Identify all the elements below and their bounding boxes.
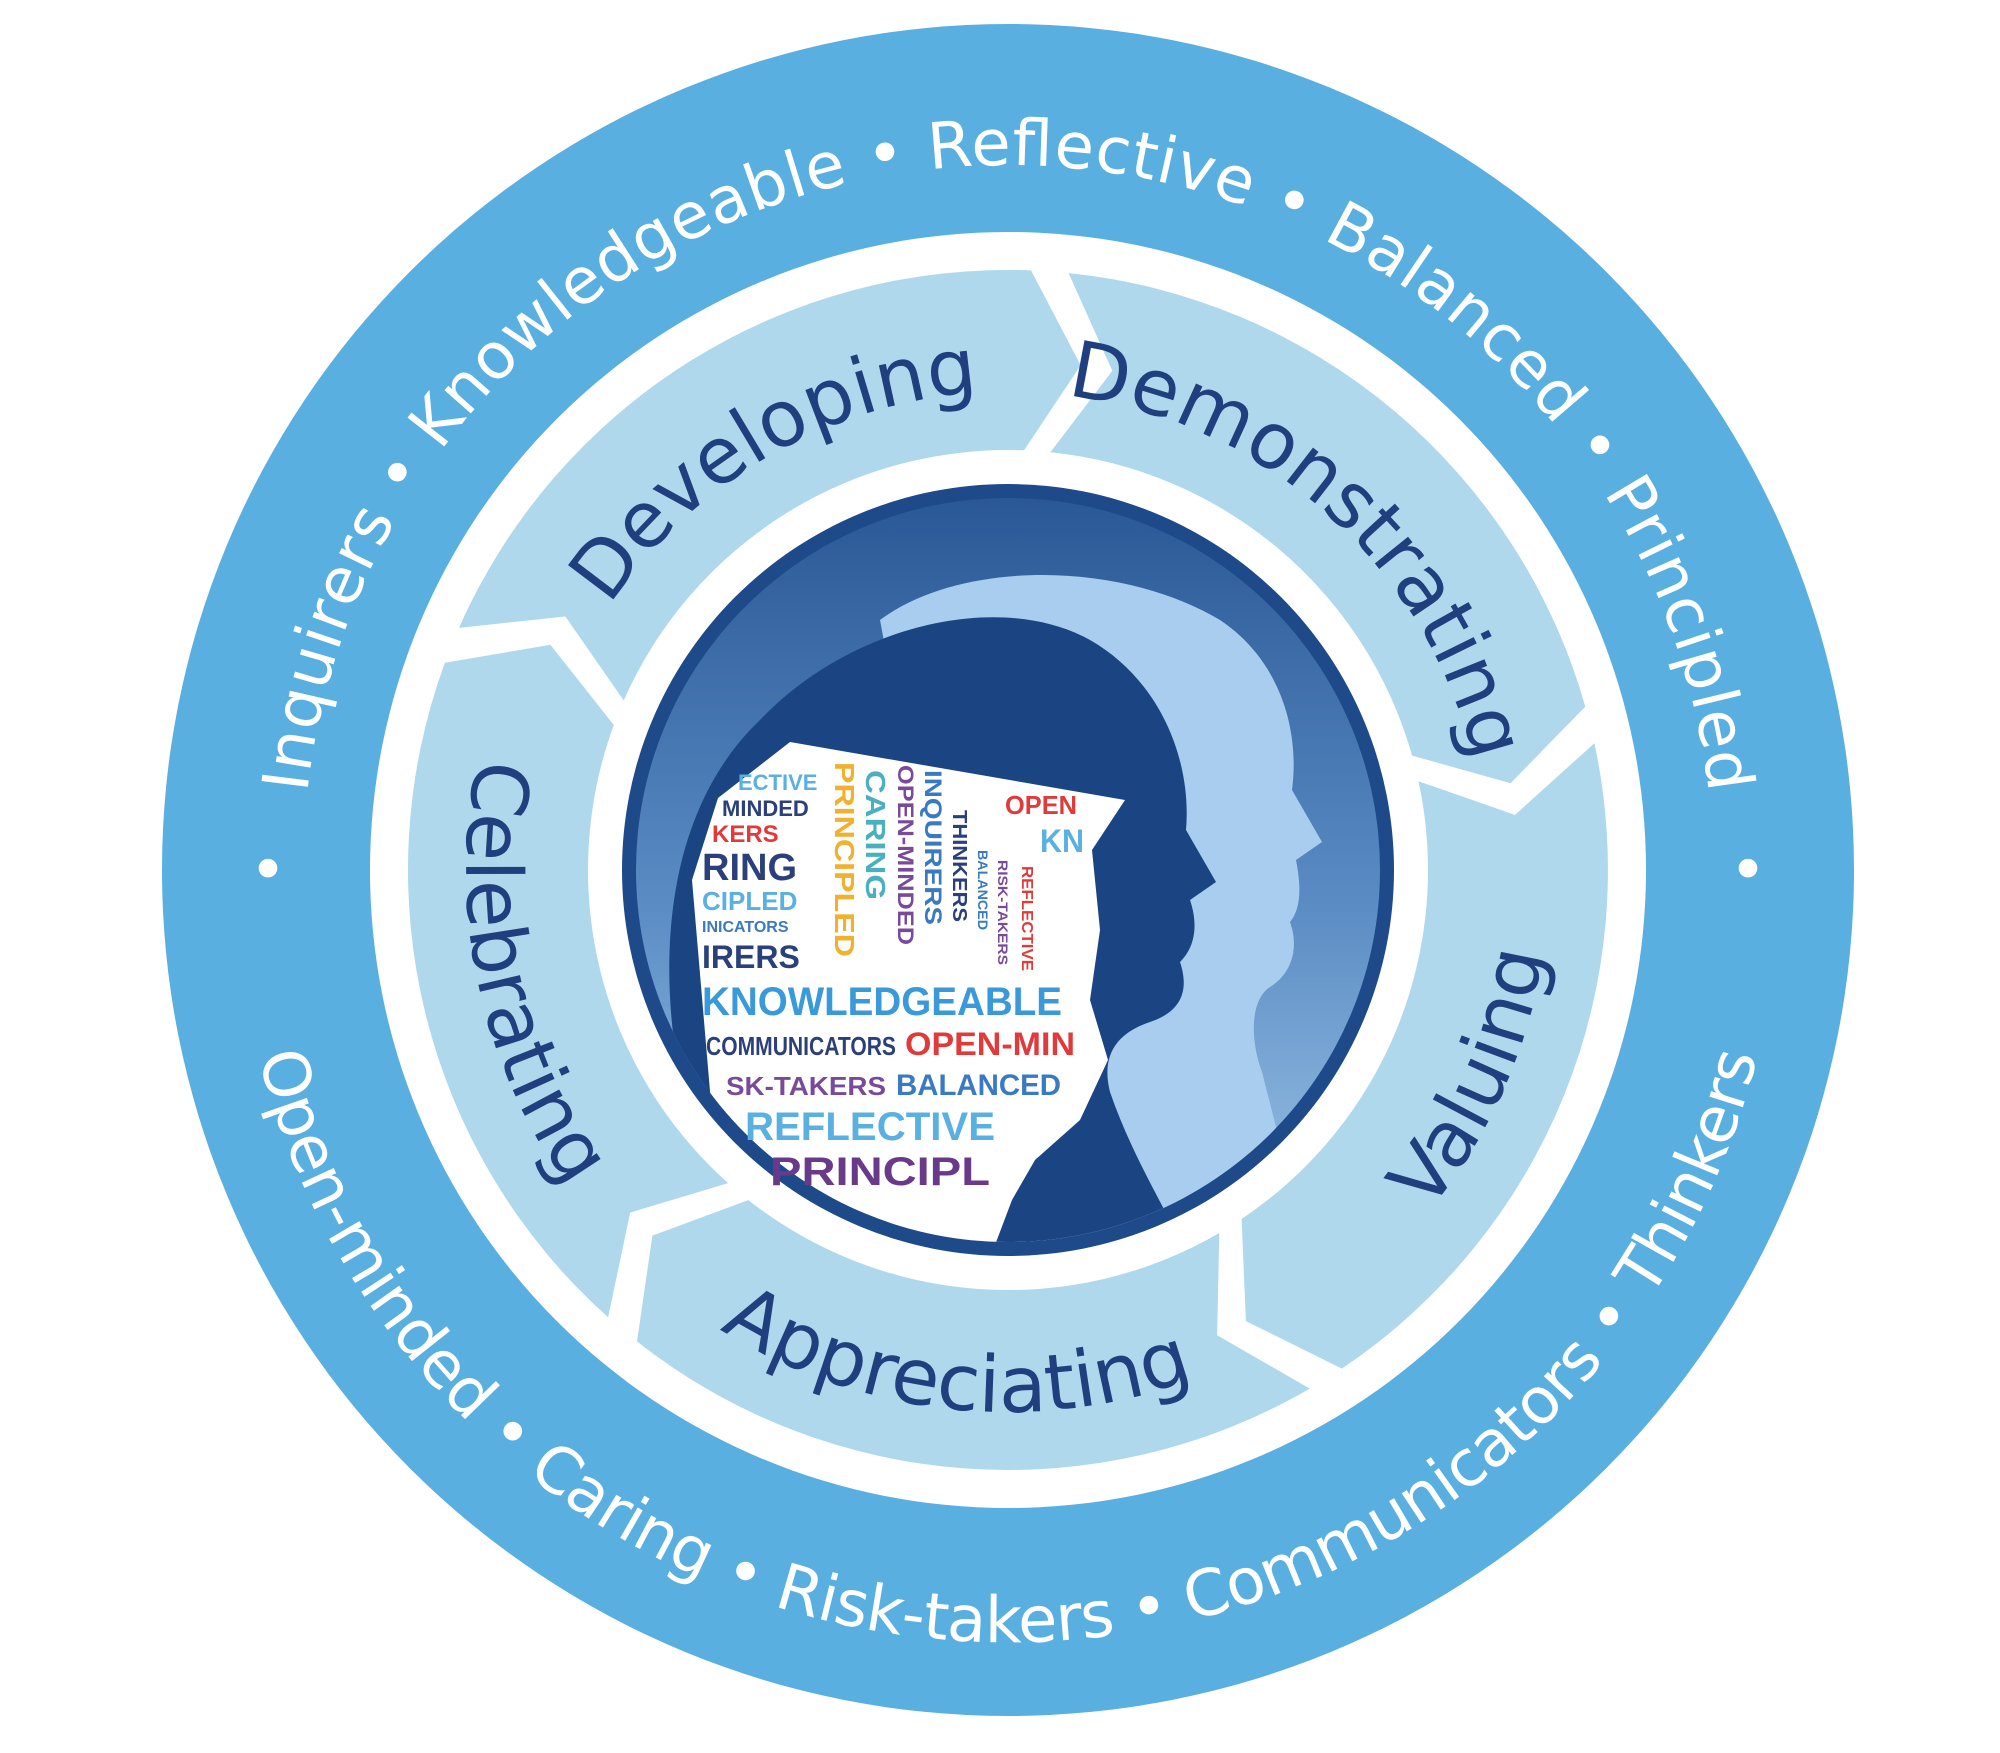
segment-appreciating <box>637 1200 1310 1470</box>
word: BALANCED <box>896 1069 1061 1102</box>
word: KN <box>1040 823 1084 859</box>
word: REFLECTIVE <box>745 1105 995 1149</box>
word: KERS <box>712 821 779 848</box>
word: REFLECTIVE <box>1018 866 1035 971</box>
segment-demonstrating <box>1050 273 1586 784</box>
segment-developing <box>459 269 1081 701</box>
word: OPEN <box>1005 790 1077 820</box>
word: ECTIVE <box>738 770 817 795</box>
center-heads <box>669 575 1322 1242</box>
cycle-segments <box>407 269 1608 1470</box>
outer-ring-separator-left: • <box>249 834 287 908</box>
segment-valuing <box>1241 743 1608 1369</box>
word: THINKERS <box>948 810 970 922</box>
word: CARING <box>860 770 891 900</box>
word: OPEN-MINDED <box>893 765 918 945</box>
word: KNOWLEDGEABLE <box>702 980 1062 1024</box>
segment-celebrating <box>407 644 729 1318</box>
word: PRINCIPL <box>770 1150 990 1194</box>
word: INQUIRERS <box>919 770 946 925</box>
outer-ring-separator-right: • <box>1729 834 1767 908</box>
word: INICATORS <box>702 919 789 936</box>
word: RING <box>702 847 797 889</box>
word: CIPLED <box>702 886 797 916</box>
word: RISK-TAKERS <box>995 860 1011 965</box>
word: SK-TAKERS <box>726 1071 886 1101</box>
word: COMMUNICATORS <box>706 1031 896 1061</box>
word: BALANCED <box>975 850 991 930</box>
word-cloud: ECTIVE MINDED KERS RING CIPLED INICATORS… <box>702 762 1084 1194</box>
word: MINDED <box>722 796 809 821</box>
word: IRERS <box>702 939 800 975</box>
word-cloud-face <box>692 742 1125 1242</box>
word: PRINCIPLED <box>829 762 860 957</box>
word: OPEN-MIN <box>905 1026 1075 1062</box>
